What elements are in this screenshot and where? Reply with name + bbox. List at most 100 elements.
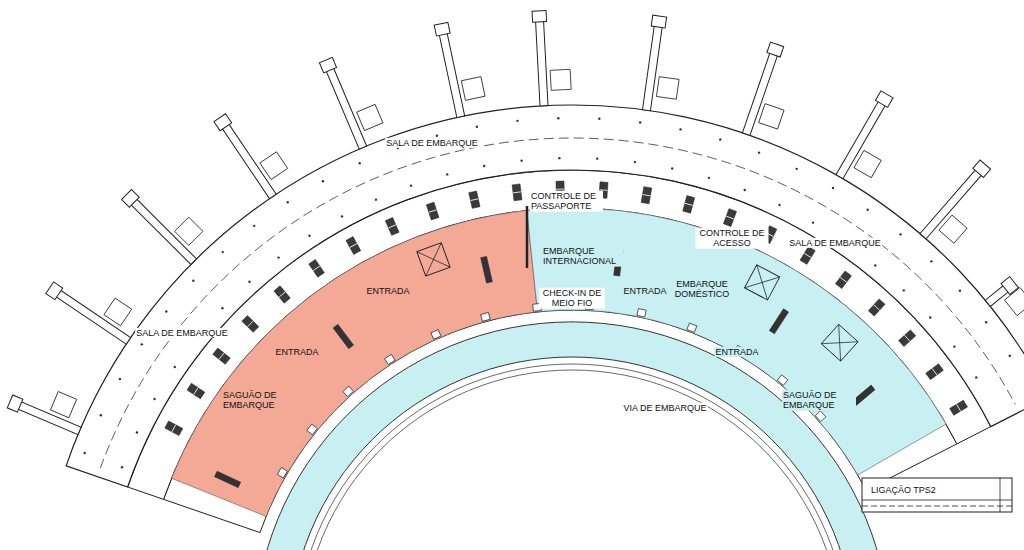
column-dot [708,177,710,179]
column-dot [778,204,780,206]
escalator-symbol [481,256,493,283]
equipment-rect [469,191,480,208]
bridge-corridor [18,402,81,435]
column-dot [796,168,798,170]
column-dot [744,189,746,191]
equipment-hatch [470,199,478,201]
aircraft-stand-box [357,104,383,130]
bridge-head [767,42,784,57]
equipment-block [641,187,652,204]
bridge-corridor [642,25,662,110]
column-dot [136,431,138,433]
column-dot [322,180,324,182]
column-dot [121,466,123,468]
column-dot [832,187,834,189]
skylight-pyramid [821,324,858,361]
column-dot [221,307,223,309]
facade-module [385,354,396,364]
area-label: SAGUÃO DE EMBARQUE [222,390,296,411]
bridge-head [122,190,140,208]
bridge-corridor [222,124,276,199]
jet-bridge [122,175,214,267]
column-dot [358,162,360,164]
facade-module [481,312,491,321]
bridge-corridor [536,21,548,106]
facade-module [815,411,826,422]
bridge-head [214,114,232,131]
bridge-head [46,282,63,300]
column-dot [1009,354,1011,356]
bridge-corridor [439,33,464,118]
column-dot [141,343,143,345]
equipment-rect [723,209,736,227]
area-label: SAGUÃO DE EMBARQUE [782,390,856,411]
aircraft-stand-box [461,77,485,101]
column-dot [758,151,760,153]
equipment-rect [187,383,205,399]
aircraft-stand-box [550,69,571,90]
column-dot [516,120,518,122]
equipment-rect [385,217,399,235]
column-dot [671,167,673,169]
area-label: SALA DE EMBARQUE [385,138,479,148]
area-label: CONTROLE DE PASSAPORTE [530,191,603,212]
facade-module [637,309,646,318]
facade-module [307,424,317,435]
column-dot [874,264,876,266]
equipment-block [950,400,968,415]
equipment-block [800,247,815,265]
equipment-rect [926,364,944,380]
escalator-symbol [769,309,788,334]
equipment-rect [683,196,695,214]
equipment-hatch [513,191,521,193]
column-dot [866,209,868,211]
equipment-block [242,315,259,332]
road-inner-line [296,364,848,550]
facade-group [277,302,826,478]
column-dot [520,159,522,161]
international-hall [171,210,537,516]
equipment-hatch [932,369,937,375]
equipment-rect [800,247,815,265]
column-dot [639,121,641,123]
facade-module [343,386,354,397]
pyramid-outline [745,265,780,300]
link-end-mark [1000,478,1001,512]
equipment-hatch [429,210,437,212]
jet-bridge [918,160,1007,255]
escalator-rect [333,324,353,348]
column-dot [100,414,102,416]
bridge-corridor [326,68,367,149]
equipment-hatch [642,195,650,196]
area-label: LIGAÇÃO TPS2 [870,485,937,495]
column-dot [83,452,85,454]
aircraft-stand-box [939,215,967,243]
equipment-rect [512,184,522,201]
equipment-rect [868,299,885,316]
area-label: SALA DE EMBARQUE [135,328,229,338]
facade-module [687,323,697,332]
column-dot [277,256,279,258]
jet-bridge [434,18,488,118]
column-dot [286,201,288,203]
bridge-head [973,160,991,177]
column-dot [719,138,721,140]
column-dot [975,376,977,378]
equipment-block [868,299,885,316]
area-label: ENTRADA [714,347,759,357]
facade-module [277,468,287,478]
equipment-rect [274,286,290,303]
escalator-group [215,250,875,488]
equipment-block [469,191,480,208]
aircraft-stand-box [260,152,288,180]
equipment-hatch [904,335,909,341]
area-label: ENTRADA [622,286,667,296]
area-label: EMBARQUE DOMÉSTICO [671,279,733,300]
column-dot [476,126,478,128]
area-label: ENTRADA [274,347,319,357]
equipment-hatch [219,353,224,359]
column-dot [410,184,412,186]
equipment-rect [950,400,968,415]
bridge-corridor [56,290,131,344]
column-dot [483,165,485,167]
